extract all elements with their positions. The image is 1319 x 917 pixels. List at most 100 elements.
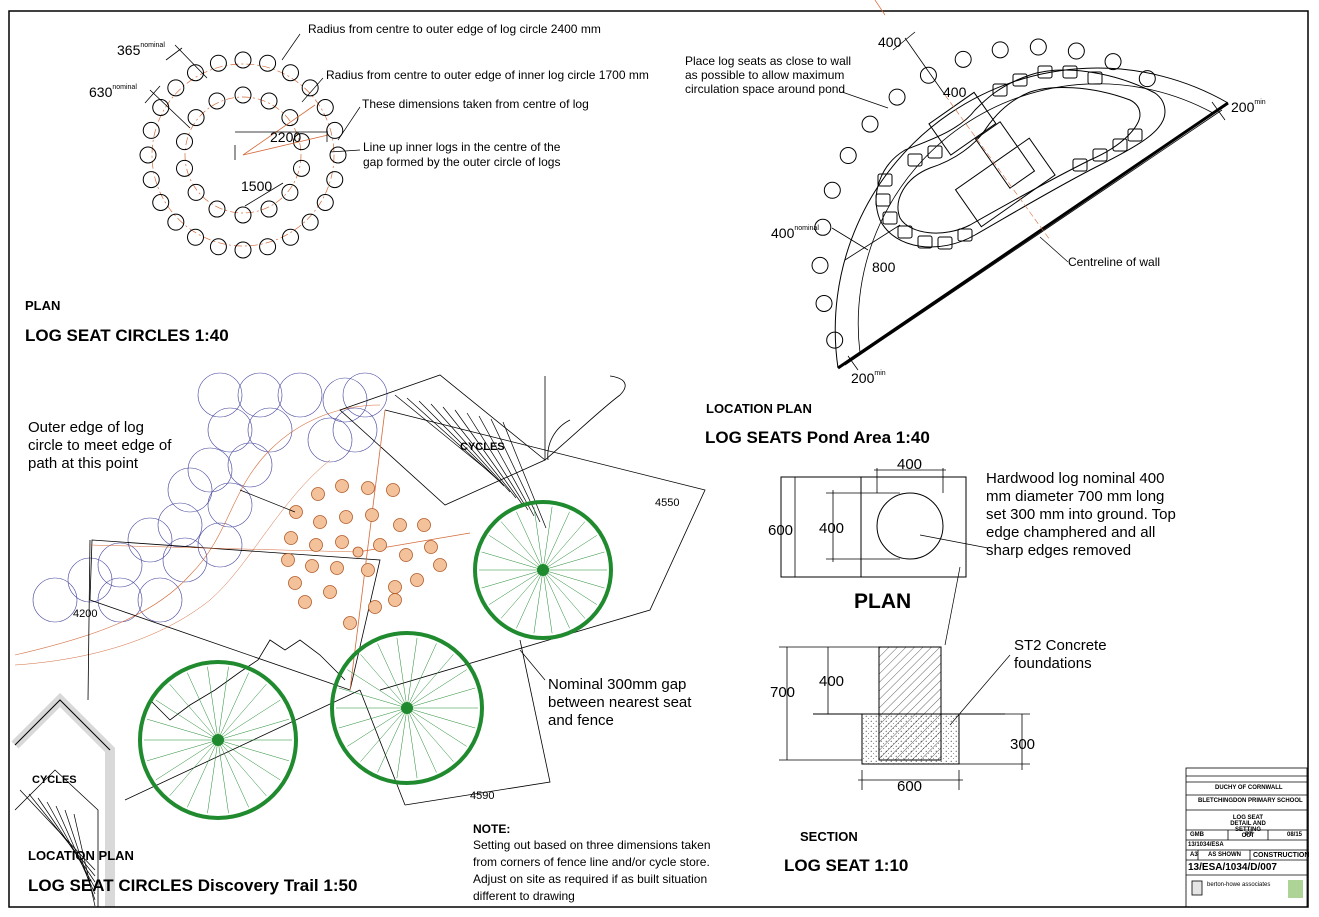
plan-big-label: PLAN	[854, 590, 912, 613]
note-heading: NOTE:	[473, 822, 511, 836]
stroke-line	[217, 672, 249, 741]
log-circle	[399, 548, 413, 562]
stroke-line	[478, 415, 535, 517]
log-circle	[247, 407, 293, 453]
log-circle	[388, 593, 402, 607]
log-circle	[207, 407, 253, 453]
note-radius-2400: Radius from centre to outer edge of log …	[308, 22, 601, 36]
dim-300: 300	[1010, 736, 1036, 753]
log-circle	[127, 517, 173, 563]
log-circle	[208, 92, 226, 110]
log-circle	[322, 377, 368, 423]
log-circle	[888, 88, 906, 106]
log-circle	[326, 171, 344, 189]
pond-edge-block	[1112, 138, 1128, 152]
stroke-line	[217, 683, 267, 741]
dim-200-right: 200min	[1231, 99, 1266, 115]
log-circle	[332, 407, 378, 453]
log-circle	[187, 64, 204, 82]
stroke-line	[542, 569, 553, 634]
log-circle	[32, 577, 78, 623]
stroke-line	[207, 739, 219, 814]
stroke-line	[155, 699, 219, 741]
title-log-seats-pond: LOG SEATS Pond Area 1:40	[705, 428, 930, 447]
log-circle	[197, 372, 243, 418]
stroke-line	[516, 569, 544, 629]
log-circle	[292, 133, 310, 151]
log-circle	[323, 585, 337, 599]
note-outer-edge: Outer edge of log circle to meet edge of…	[28, 419, 172, 472]
stroke-line	[500, 569, 544, 619]
log-circle	[234, 86, 252, 104]
stroke-line	[396, 637, 408, 709]
log-circle	[288, 576, 302, 590]
stroke-line	[500, 521, 544, 571]
stroke-line	[217, 666, 229, 741]
log-circle	[386, 483, 400, 497]
stroke-line	[347, 707, 408, 747]
log-circle	[365, 508, 379, 522]
stroke-line	[187, 672, 219, 741]
tb-client: DUCHY OF CORNWALL	[1215, 785, 1283, 791]
dim-4200: 4200	[73, 608, 98, 620]
title-log-seat-detail: LOG SEAT 1:10	[784, 856, 909, 875]
log-circle	[343, 616, 357, 630]
log-circle	[176, 159, 194, 177]
stroke-line	[169, 739, 219, 797]
stroke-line	[217, 739, 290, 762]
stroke-line	[187, 739, 219, 808]
log-circle	[139, 146, 157, 164]
log-circle	[176, 133, 194, 151]
note-centre-of-log: These dimensions taken from centre of lo…	[362, 97, 589, 111]
stroke-line	[19, 789, 96, 871]
log-circle	[97, 542, 143, 588]
pond-edge-block	[927, 145, 943, 159]
log-circle	[152, 194, 170, 211]
tb-scale: AS SHOWN	[1208, 852, 1241, 858]
stroke-line	[542, 511, 570, 571]
stroke-line	[396, 707, 408, 779]
stroke-line	[406, 687, 476, 709]
dim-4550: 4550	[655, 497, 680, 509]
pond-edge-block	[992, 83, 1008, 97]
log-circle	[393, 518, 407, 532]
log-circle	[281, 183, 299, 201]
stroke-line	[466, 412, 529, 511]
stroke-line	[406, 707, 418, 779]
log-circle	[152, 99, 170, 116]
pond-edge-block	[937, 236, 953, 250]
dim-4590: 4590	[470, 790, 495, 802]
cycles-label-top: CYCLES	[460, 441, 505, 453]
log-circle	[814, 218, 832, 236]
stroke-line	[394, 394, 493, 475]
stroke-line	[489, 535, 544, 571]
log-circle	[991, 41, 1009, 59]
note-hardwood-log: Hardwood log nominal 400 mm diameter 700…	[986, 470, 1176, 559]
stroke-line	[406, 654, 454, 709]
log-circle	[316, 194, 334, 211]
log-circle	[208, 200, 226, 218]
log-circle	[826, 331, 844, 349]
log-circle	[368, 600, 382, 614]
log-circle	[361, 481, 375, 495]
stroke-line	[347, 669, 408, 709]
tb-project: BLETCHINGDON PRIMARY SCHOOL	[1198, 798, 1303, 804]
log-circle	[281, 109, 299, 127]
pond-edge-block	[1037, 65, 1053, 79]
stroke-line	[73, 813, 96, 907]
stroke-line	[406, 669, 467, 709]
stroke-line	[377, 643, 408, 709]
title-discovery-trail: LOG SEAT CIRCLES Discovery Trail 1:50	[28, 876, 358, 895]
dim-700: 700	[770, 684, 796, 701]
log-circle	[330, 561, 344, 575]
note-centreline-of-wall: Centreline of wall	[1068, 255, 1161, 269]
note-radius-1700: Radius from centre to outer edge of inne…	[326, 68, 649, 82]
log-circle	[954, 50, 972, 68]
note-body: Setting out based on three dimensions ta…	[473, 838, 711, 903]
pond-edge-block	[907, 153, 923, 167]
dim-630: 630nominal	[89, 84, 137, 100]
stroke-line	[406, 707, 476, 729]
log-circle	[162, 537, 208, 583]
stroke-line	[542, 521, 586, 571]
pond-edge-block	[1072, 158, 1088, 172]
